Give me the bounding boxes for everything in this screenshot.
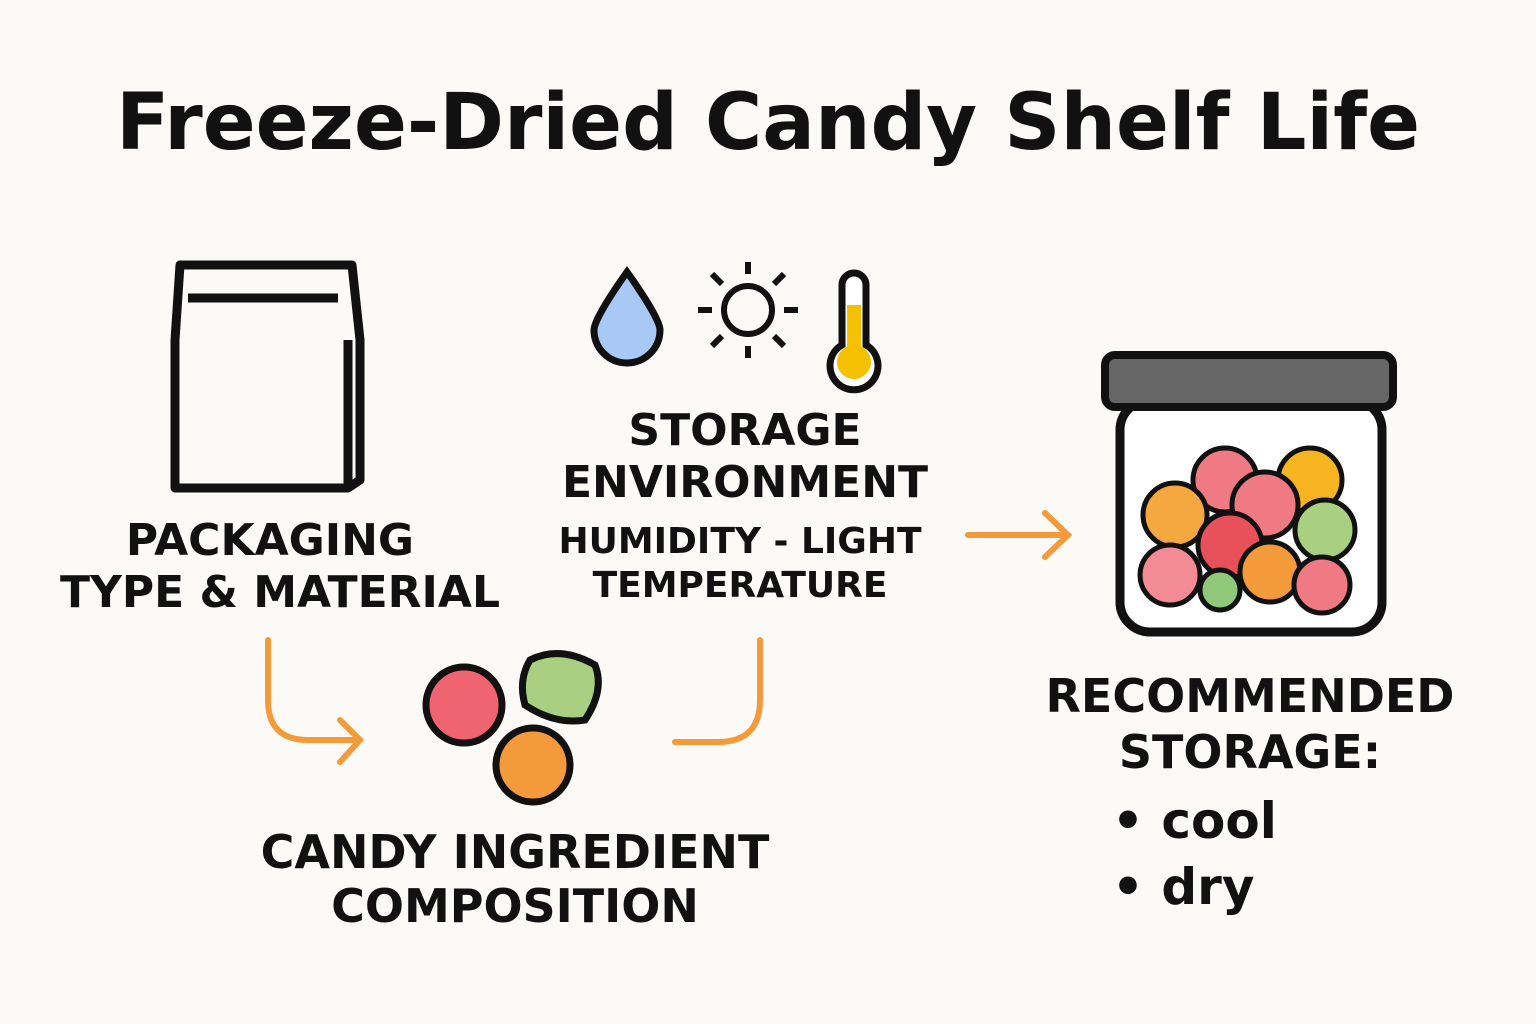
candy-jar-icon <box>1101 351 1397 637</box>
storage-env-line1: STORAGE <box>628 405 862 456</box>
candy-pieces-icon <box>422 650 602 806</box>
water-drop-icon <box>590 265 664 367</box>
storage-env-sub2: TEMPERATURE <box>592 565 888 606</box>
ingredients-line2: COMPOSITION <box>331 879 699 933</box>
storage-env-line2: ENVIRONMENT <box>561 457 929 508</box>
bag-icon <box>170 260 365 493</box>
packaging-line2: TYPE & MATERIAL <box>60 567 501 618</box>
arrows <box>265 510 1073 765</box>
sun-icon <box>698 262 798 358</box>
list-item: • cool <box>1112 792 1277 850</box>
recommended-line2: STORAGE: <box>1118 725 1382 779</box>
thermometer-icon <box>826 269 882 394</box>
page-title: Freeze-Dried Candy Shelf Life <box>115 78 1421 168</box>
list-item: • dry <box>1112 858 1255 916</box>
recommended-line1: RECOMMENDED <box>1045 669 1455 723</box>
item-cool: cool <box>1161 792 1277 850</box>
ingredients-line1: CANDY INGREDIENT <box>260 825 770 879</box>
arrow-to-recommended <box>965 510 1073 560</box>
packaging-line1: PACKAGING <box>125 515 415 566</box>
item-dry: dry <box>1161 858 1255 916</box>
arrow-storage-to-ingredients <box>672 637 763 745</box>
storage-env-sub1: HUMIDITY - LIGHT <box>558 521 922 562</box>
arrow-packaging-to-ingredients <box>265 637 365 765</box>
recommended-list: • cool • dry <box>1112 788 1277 920</box>
